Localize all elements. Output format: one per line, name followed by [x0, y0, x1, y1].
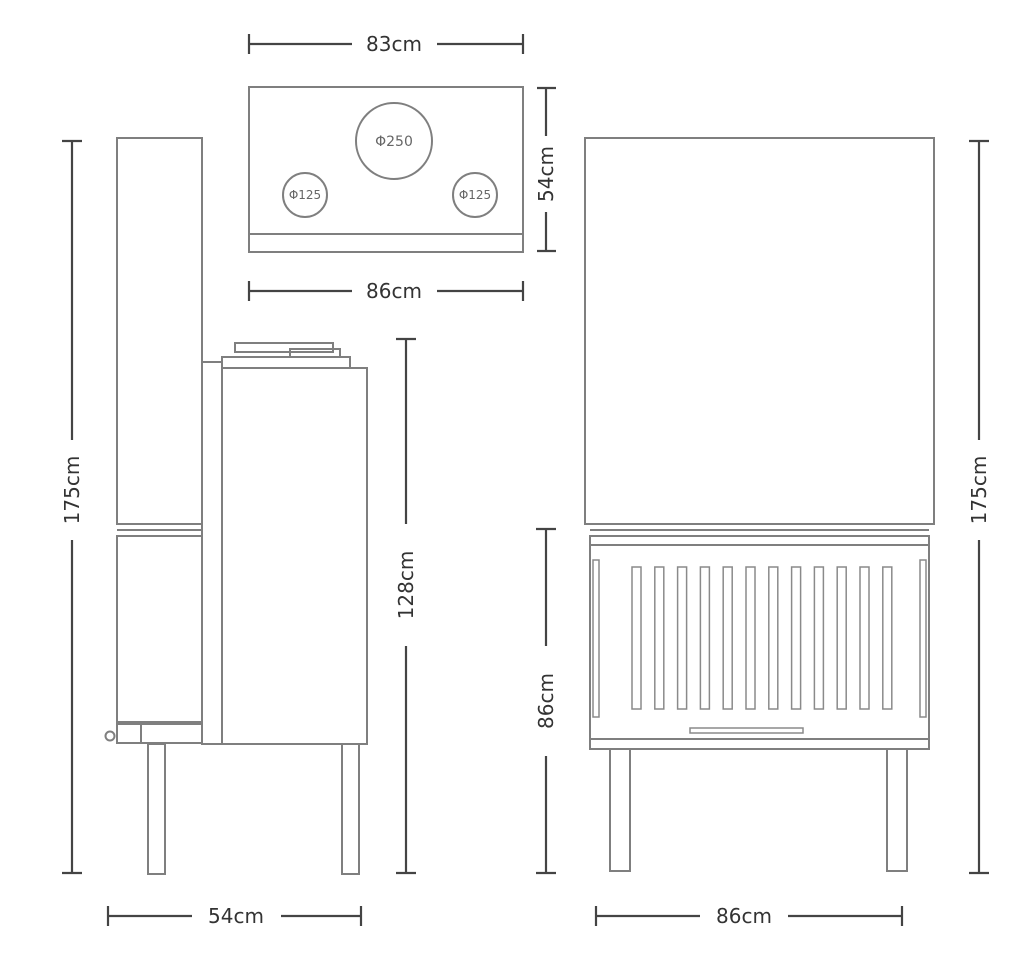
grille-slot — [676, 566, 688, 710]
front-leg-right — [886, 748, 908, 872]
grille-slot — [722, 566, 733, 710]
front-left-hinge — [592, 559, 600, 718]
dim-front-width: 86cm — [594, 904, 904, 928]
grille-slot — [631, 566, 642, 710]
flue-right-label: Φ125 — [459, 188, 491, 202]
grille-slot — [790, 566, 802, 710]
dim-side-depth: 54cm — [106, 904, 363, 928]
dim-front-body-height: 86cm — [534, 527, 558, 875]
side-rear-lower-panel — [116, 535, 203, 723]
side-view: 175cm 128cm — [60, 137, 418, 928]
side-flue-collar-top — [234, 342, 334, 353]
dim-top-bottom-width: 86cm — [247, 279, 525, 303]
flue-left-circle — [282, 172, 328, 218]
front-right-hinge — [919, 559, 927, 718]
label-top-depth: 54cm — [534, 146, 558, 202]
label-front-total-height: 175cm — [967, 456, 991, 525]
flue-main-circle — [355, 102, 433, 180]
side-top-plate — [221, 356, 351, 369]
label-side-depth: 54cm — [208, 904, 264, 928]
dim-top-depth: 54cm — [534, 86, 558, 253]
side-rear-base — [116, 723, 142, 744]
top-view: 83cm Φ250 Φ125 Φ125 54cm 86cm — [247, 32, 558, 303]
grille-slot — [859, 566, 870, 710]
dim-side-body-height: 128cm — [394, 337, 418, 875]
front-hood — [584, 137, 935, 525]
grille-slot — [836, 566, 847, 710]
grille-slot — [813, 566, 825, 710]
grille-slot — [654, 566, 665, 710]
side-door-frame — [201, 361, 223, 745]
front-leg-left — [609, 748, 631, 872]
side-main-body — [221, 367, 368, 745]
label-side-total-height: 175cm — [60, 456, 84, 525]
front-stove-body — [589, 535, 930, 750]
side-base-strip — [140, 723, 203, 744]
flue-main-label: Φ250 — [375, 134, 413, 150]
top-plate — [248, 86, 524, 253]
dim-front-total-height: 175cm — [967, 139, 991, 875]
front-view: 86cm 175cm 86cm — [534, 137, 991, 928]
side-leg-rear — [341, 743, 360, 875]
side-chimney-column — [116, 137, 203, 525]
side-leg-front — [147, 743, 166, 875]
label-side-body-height: 128cm — [394, 551, 418, 620]
label-top-width: 83cm — [366, 32, 422, 56]
grille-slot — [768, 566, 779, 710]
flue-left-label: Φ125 — [289, 188, 321, 202]
side-control-knob — [104, 730, 116, 742]
grille-slot — [745, 566, 756, 710]
dim-side-total-height: 175cm — [60, 139, 84, 875]
front-door-handle[interactable] — [689, 727, 804, 734]
label-front-body-height: 86cm — [534, 673, 558, 729]
flue-right-circle — [452, 172, 498, 218]
grille-slot — [699, 566, 711, 710]
label-front-width: 86cm — [716, 904, 772, 928]
label-top-bottom-width: 86cm — [366, 279, 422, 303]
dim-top-width: 83cm — [247, 32, 525, 56]
front-door-grille — [631, 566, 893, 710]
grille-slot — [882, 566, 893, 710]
